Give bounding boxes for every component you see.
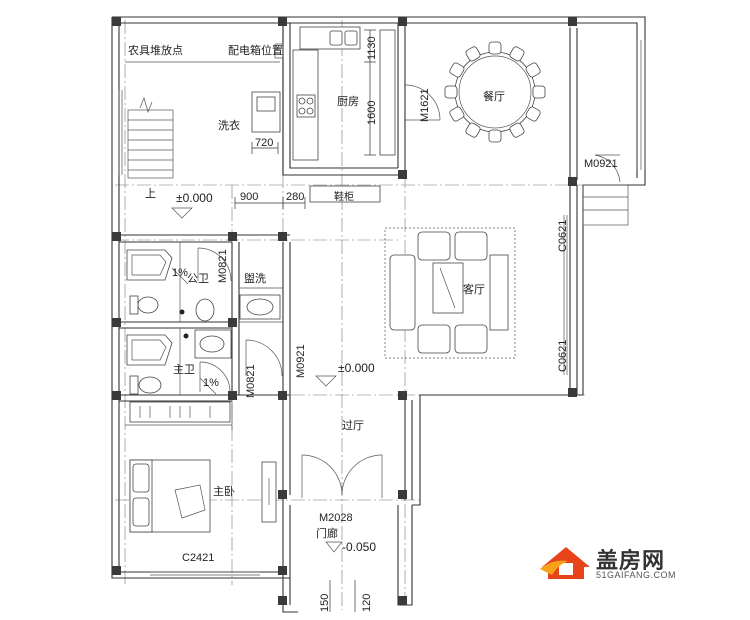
code-m0821-public: M0821: [217, 249, 229, 283]
watermark-url: 51GAIFANG.COM: [596, 570, 677, 580]
label-kitchen: 厨房: [337, 95, 359, 108]
dim-720: 720: [255, 137, 273, 149]
label-farm-storage: 农具堆放点: [128, 43, 183, 57]
dining-chair: [488, 129, 502, 143]
dim-150: 150: [319, 594, 331, 612]
dim-120: 120: [361, 594, 373, 612]
watermark-logo: 盖房网 51GAIFANG.COM: [538, 541, 688, 583]
opening-labels: M1621 M0921 C0621 C0621 M0821 M0921 M082…: [182, 88, 618, 564]
label-porch: 门廊: [316, 526, 338, 540]
dim-1600: 1600: [366, 101, 378, 125]
columns: [112, 17, 577, 605]
label-distribution-box: 配电箱位置: [228, 43, 283, 57]
level-markers: [171, 207, 343, 553]
level-center: ±0.000: [338, 361, 375, 375]
watermark-brand: 盖房网: [596, 549, 666, 574]
code-m1621: M1621: [419, 88, 431, 122]
wardrobe: [129, 401, 231, 423]
dining-chair: [465, 46, 481, 62]
dining-chair: [525, 62, 541, 78]
code-c0621-top: C0621: [557, 220, 569, 252]
label-public-bath: 公卫: [187, 272, 209, 285]
dining-table: [444, 41, 546, 143]
dimension-labels: 720 900 280 1130 1600 150 120: [240, 36, 378, 612]
slope-arrows: [171, 267, 217, 395]
dining-chair: [532, 85, 546, 99]
code-m0921-dining: M0921: [584, 158, 618, 170]
dining-chair: [509, 46, 525, 62]
level-west: ±0.000: [176, 191, 213, 205]
level-labels: ±0.000 ±0.000 -0.050: [176, 191, 376, 554]
code-c0621-bottom: C0621: [557, 340, 569, 372]
level-porch: -0.050: [342, 540, 376, 554]
laundry-fixtures: [251, 43, 284, 133]
dining-chair: [525, 106, 541, 122]
label-master-bath: 主卫: [173, 363, 195, 376]
dining-chair: [449, 62, 465, 78]
label-laundry: 洗衣: [218, 118, 240, 132]
label-stairs-up: 上: [145, 187, 156, 200]
house-logo-icon: [540, 547, 590, 579]
label-living: 客厅: [463, 282, 485, 296]
shoe-cabinet: [309, 185, 381, 203]
dining-chair: [488, 41, 502, 55]
slope-labels: 1% 1%: [172, 267, 219, 389]
label-dining: 餐厅: [483, 89, 505, 103]
dining-chair: [449, 106, 465, 122]
master-bath-fixtures: [126, 329, 232, 395]
dining-door-step: [582, 154, 629, 226]
dining-chair: [444, 85, 458, 99]
label-wash: 盥洗: [244, 272, 266, 285]
label-hall: 过厅: [342, 419, 364, 432]
living-sofas: [384, 227, 516, 359]
code-m0921-center: M0921: [295, 344, 307, 378]
slope-master-bath: 1%: [203, 377, 219, 389]
code-c2421: C2421: [182, 552, 214, 564]
doors: [199, 84, 441, 498]
windows: [118, 40, 646, 576]
dim-900: 900: [240, 191, 258, 203]
code-m0821-master: M0821: [245, 364, 257, 398]
dining-chair: [465, 122, 481, 138]
dimension-lines: [234, 29, 376, 612]
dining-chair: [509, 122, 525, 138]
kitchen-fixtures: [292, 26, 396, 161]
stairs: [127, 96, 174, 179]
dim-1130: 1130: [366, 36, 378, 60]
master-bed: [129, 459, 277, 533]
label-master-bedroom: 主卧: [213, 485, 235, 498]
room-labels: 农具堆放点 配电箱位置 洗衣 厨房 餐厅 鞋柜 客厅 公卫 盥洗 主卫 过厅 主…: [128, 43, 505, 540]
label-shoe-cabinet: 鞋柜: [334, 190, 354, 203]
dim-280: 280: [286, 191, 304, 203]
code-m2028: M2028: [319, 512, 353, 524]
slope-public-bath: 1%: [172, 267, 188, 279]
wash-fixtures: [239, 294, 281, 320]
public-bath-fixtures: [126, 247, 232, 322]
